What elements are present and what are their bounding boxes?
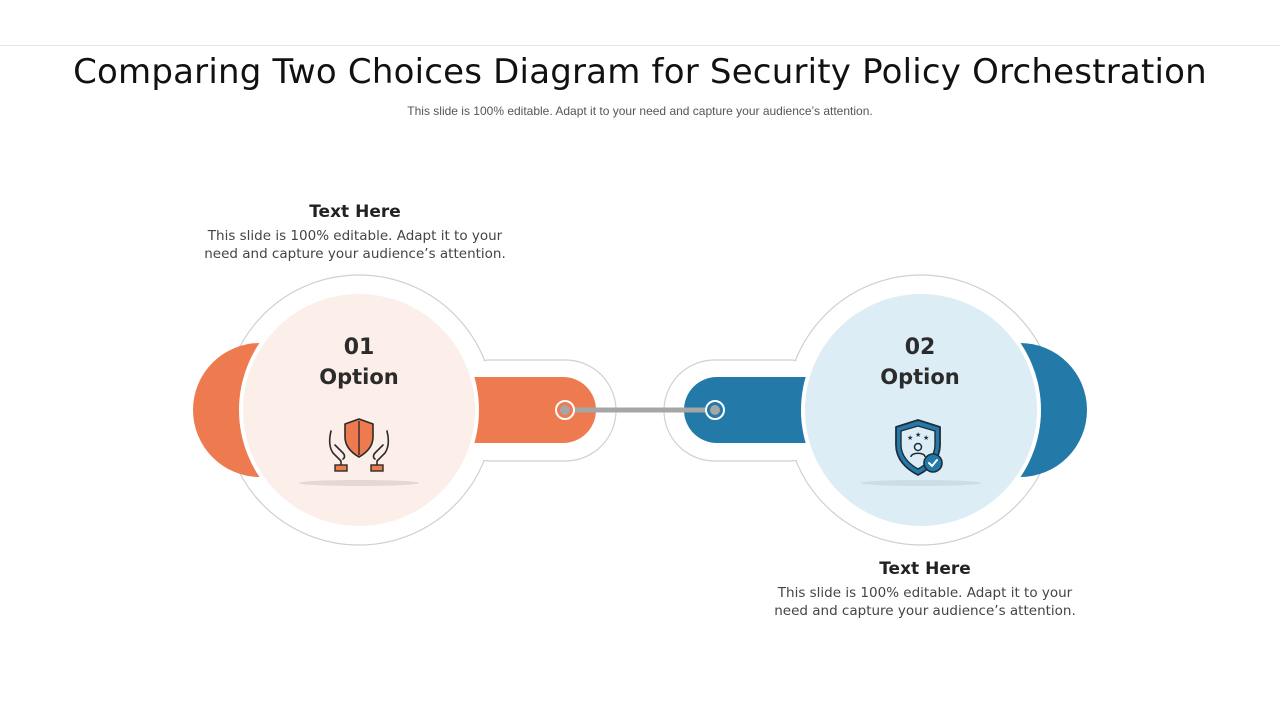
option-02-note-line-2: need and capture your audience’s attenti…	[774, 603, 1076, 619]
connector-right-dot-inner	[710, 405, 720, 415]
option-02-note-body: This slide is 100% editable. Adapt it to…	[745, 584, 1105, 620]
svg-text:★: ★	[923, 434, 929, 442]
svg-text:★: ★	[907, 434, 913, 442]
shield-badge-check-icon: ★ ★ ★	[890, 417, 950, 479]
connector-left-dot-inner	[560, 405, 570, 415]
option-02-number: 02	[904, 335, 936, 360]
option-01-icon-shadow	[299, 480, 419, 486]
option-01-label: 01 Option	[279, 334, 439, 392]
option-02-shape	[663, 274, 1087, 546]
slide-title: Comparing Two Choices Diagram for Securi…	[73, 52, 1207, 92]
option-01-note-line-1: This slide is 100% editable. Adapt it to…	[207, 228, 503, 244]
option-02-icon-shadow	[861, 480, 981, 486]
slide-subtitle: This slide is 100% editable. Adapt it to…	[407, 104, 873, 118]
option-01-main-circle	[243, 294, 475, 526]
svg-text:★: ★	[915, 431, 921, 439]
shield-in-hands-icon	[325, 417, 393, 477]
option-01-number: 01	[343, 335, 375, 360]
option-02-note-heading: Text Here	[879, 559, 971, 579]
option-01-shape	[193, 274, 617, 546]
connector	[555, 400, 725, 420]
option-02-title: Option	[880, 365, 960, 389]
option-02-main-circle	[805, 294, 1037, 526]
option-02-label: 02 Option	[840, 334, 1000, 392]
option-01-note-line-2: need and capture your audience’s attenti…	[204, 246, 506, 262]
header-divider	[0, 45, 1280, 46]
option-01-note-heading: Text Here	[309, 202, 401, 222]
option-02-note-line-1: This slide is 100% editable. Adapt it to…	[777, 585, 1073, 601]
option-01-note: Text Here This slide is 100% editable. A…	[180, 202, 530, 263]
option-01-note-body: This slide is 100% editable. Adapt it to…	[180, 227, 530, 263]
option-02-note: Text Here This slide is 100% editable. A…	[745, 559, 1105, 620]
option-01-title: Option	[319, 365, 399, 389]
